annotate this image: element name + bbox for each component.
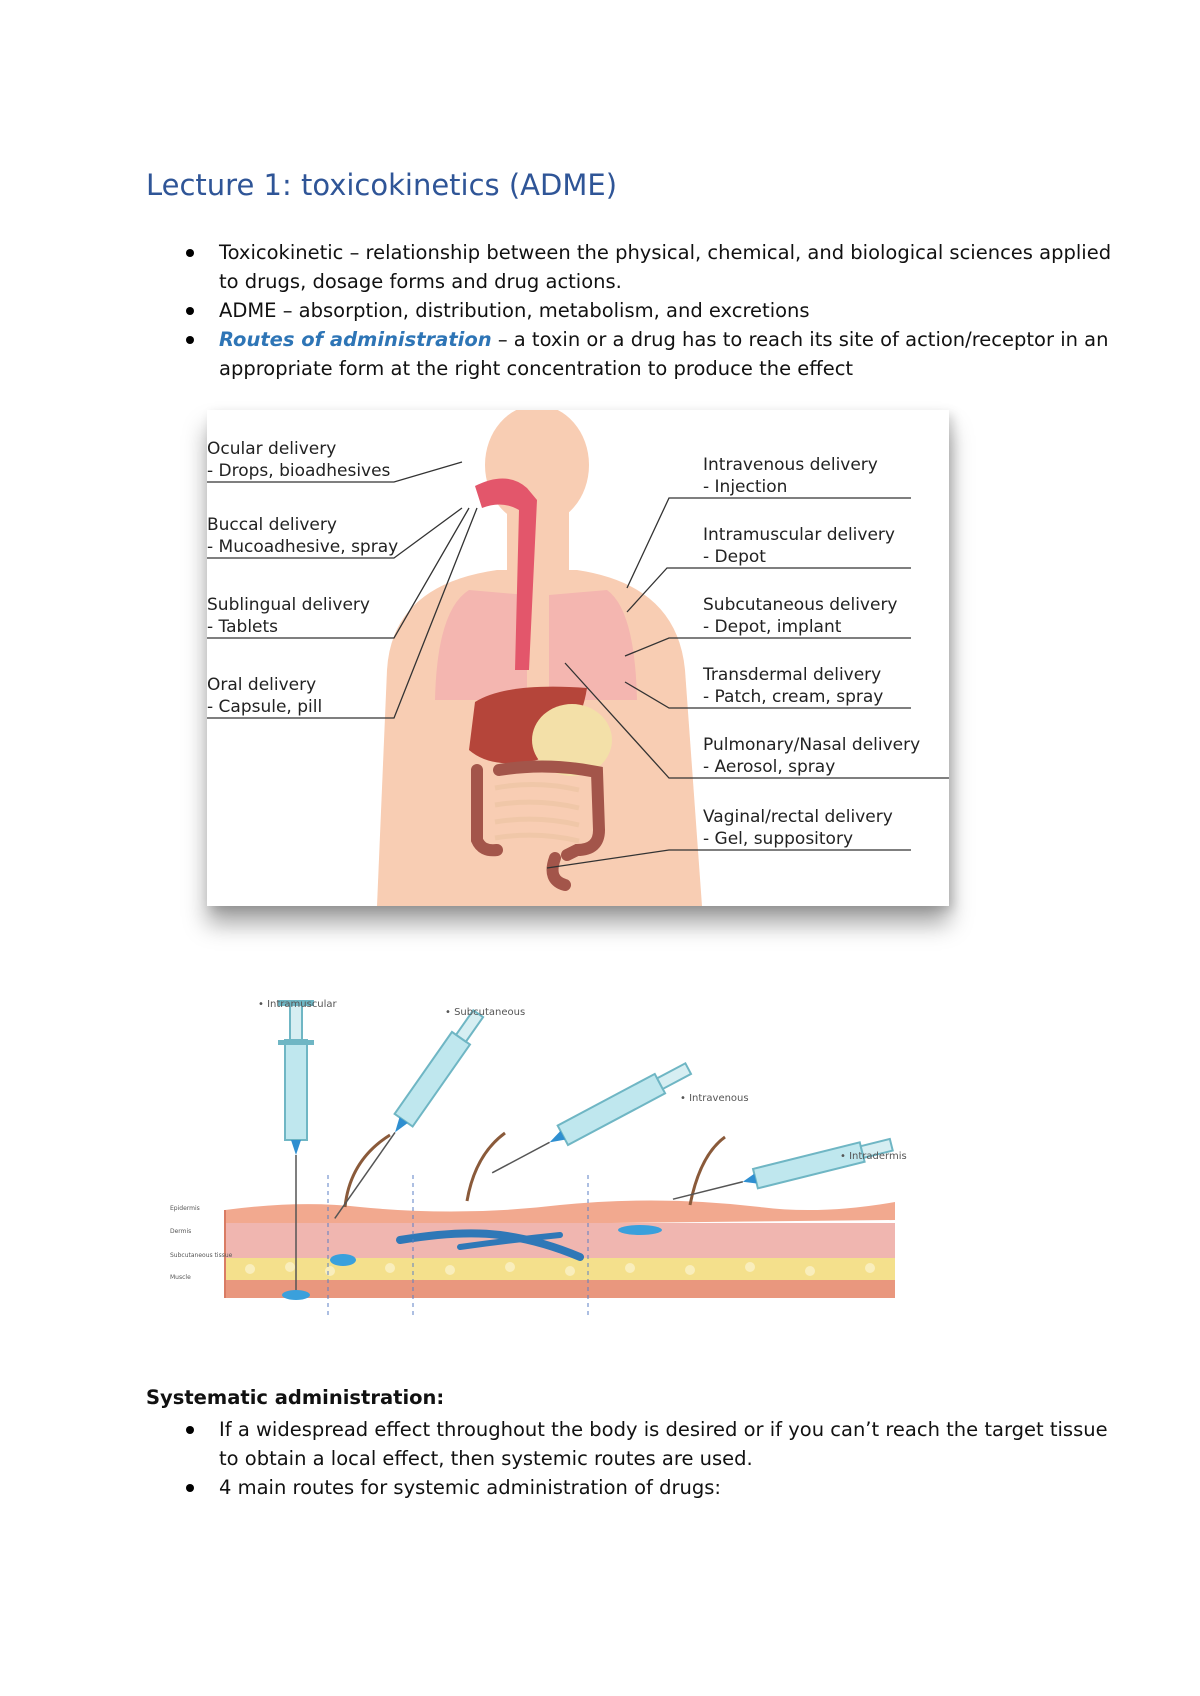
layer-labels: Epidermis Dermis Subcutaneous tissue Mus… <box>170 1205 233 1281</box>
body-silhouette <box>377 405 702 906</box>
section-heading: Systematic administration: <box>146 1386 445 1409</box>
label-vaginal-rectal: Vaginal/rectal delivery <box>703 807 893 827</box>
label-intramuscular: Intramuscular delivery <box>703 525 895 545</box>
trachea <box>475 478 537 670</box>
list-item: Toxicokinetic – relationship between the… <box>146 238 1119 296</box>
left-leader-lines <box>207 461 478 719</box>
label-intravenous: Intravenous delivery <box>703 455 878 475</box>
subcutaneous-deposit <box>330 1254 356 1266</box>
label-ocular: Ocular delivery <box>207 439 336 459</box>
routes-term: Routes of administration <box>219 328 492 351</box>
right-labels: Intravenous delivery - Injection Intramu… <box>702 455 920 849</box>
small-intestine <box>494 781 580 844</box>
list-item: Routes of administration – a toxin or a … <box>146 325 1119 383</box>
hairs <box>343 1131 726 1208</box>
label-vaginal-rectal-detail: - Gel, suppository <box>703 829 853 849</box>
label-intramuscular-route: • Intramuscular <box>258 999 338 1010</box>
list-item: ADME – absorption, distribution, metabol… <box>146 296 1119 325</box>
bullet-text: Toxicokinetic – relationship between the… <box>219 241 1112 293</box>
label-oral: Oral delivery <box>207 675 316 695</box>
body-diagram-svg: Ocular delivery - Drops, bioadhesives Bu… <box>207 405 949 906</box>
bullet-text: 4 main routes for systemic administratio… <box>219 1476 721 1499</box>
label-pulmonary: Pulmonary/Nasal delivery <box>703 735 920 755</box>
intestines <box>471 760 606 891</box>
label-subcutaneous-route: • Subcutaneous <box>445 1007 525 1018</box>
label-buccal-detail: - Mucoadhesive, spray <box>207 537 398 557</box>
injection-routes-figure: • Intramuscular • Subcutaneous • Intrave… <box>160 995 950 1315</box>
label-intravenous-detail: - Injection <box>703 477 787 497</box>
syringe-subcutaneous <box>334 1008 485 1219</box>
syringe-intradermis <box>672 1137 894 1200</box>
bullet-text: ADME – absorption, distribution, metabol… <box>219 299 810 322</box>
label-ocular-detail: - Drops, bioadhesives <box>207 461 391 481</box>
label-intravenous-route: • Intravenous <box>680 1093 749 1104</box>
label-sublingual: Sublingual delivery <box>207 595 370 615</box>
skin-diagram-svg: • Intramuscular • Subcutaneous • Intrave… <box>170 999 907 1315</box>
list-item: 4 main routes for systemic administratio… <box>146 1473 1119 1502</box>
bullet-text: If a widespread effect throughout the bo… <box>219 1418 1108 1470</box>
blood-vessel-branch <box>457 1232 563 1250</box>
blood-vessel <box>396 1229 584 1261</box>
lungs <box>435 590 637 700</box>
stomach <box>532 704 612 776</box>
page-title: Lecture 1: toxicokinetics (ADME) <box>146 168 618 202</box>
left-labels: Ocular delivery - Drops, bioadhesives Bu… <box>207 439 398 717</box>
routes-body-figure: Ocular delivery - Drops, bioadhesives Bu… <box>207 405 949 906</box>
label-intramuscular-detail: - Depot <box>703 547 766 567</box>
label-transdermal: Transdermal delivery <box>702 665 881 685</box>
label-muscle: Muscle <box>170 1274 191 1281</box>
label-intradermis-route: • Intradermis <box>840 1151 907 1162</box>
route-labels: • Intramuscular • Subcutaneous • Intrave… <box>258 999 907 1162</box>
label-epidermis: Epidermis <box>170 1205 200 1212</box>
intro-bullet-list: Toxicokinetic – relationship between the… <box>146 238 1119 383</box>
label-oral-detail: - Capsule, pill <box>207 697 322 717</box>
list-item: If a widespread effect throughout the bo… <box>146 1415 1119 1473</box>
intradermal-bleb <box>618 1225 662 1235</box>
label-dermis: Dermis <box>170 1228 191 1235</box>
label-sublingual-detail: - Tablets <box>207 617 278 637</box>
label-buccal: Buccal delivery <box>207 515 337 535</box>
right-leader-lines <box>546 497 949 869</box>
label-transdermal-detail: - Patch, cream, spray <box>703 687 883 707</box>
bullet-text: – a toxin or a drug has to reach its sit… <box>219 328 1109 380</box>
syringe-intramuscular <box>278 1000 314 1300</box>
label-subcutaneous-tissue: Subcutaneous tissue <box>170 1252 233 1259</box>
systemic-bullet-list: If a widespread effect throughout the bo… <box>146 1415 1119 1502</box>
label-subcutaneous-detail: - Depot, implant <box>703 617 842 637</box>
label-subcutaneous: Subcutaneous delivery <box>703 595 898 615</box>
label-pulmonary-detail: - Aerosol, spray <box>703 757 835 777</box>
syringe-intravenous <box>491 1061 693 1174</box>
